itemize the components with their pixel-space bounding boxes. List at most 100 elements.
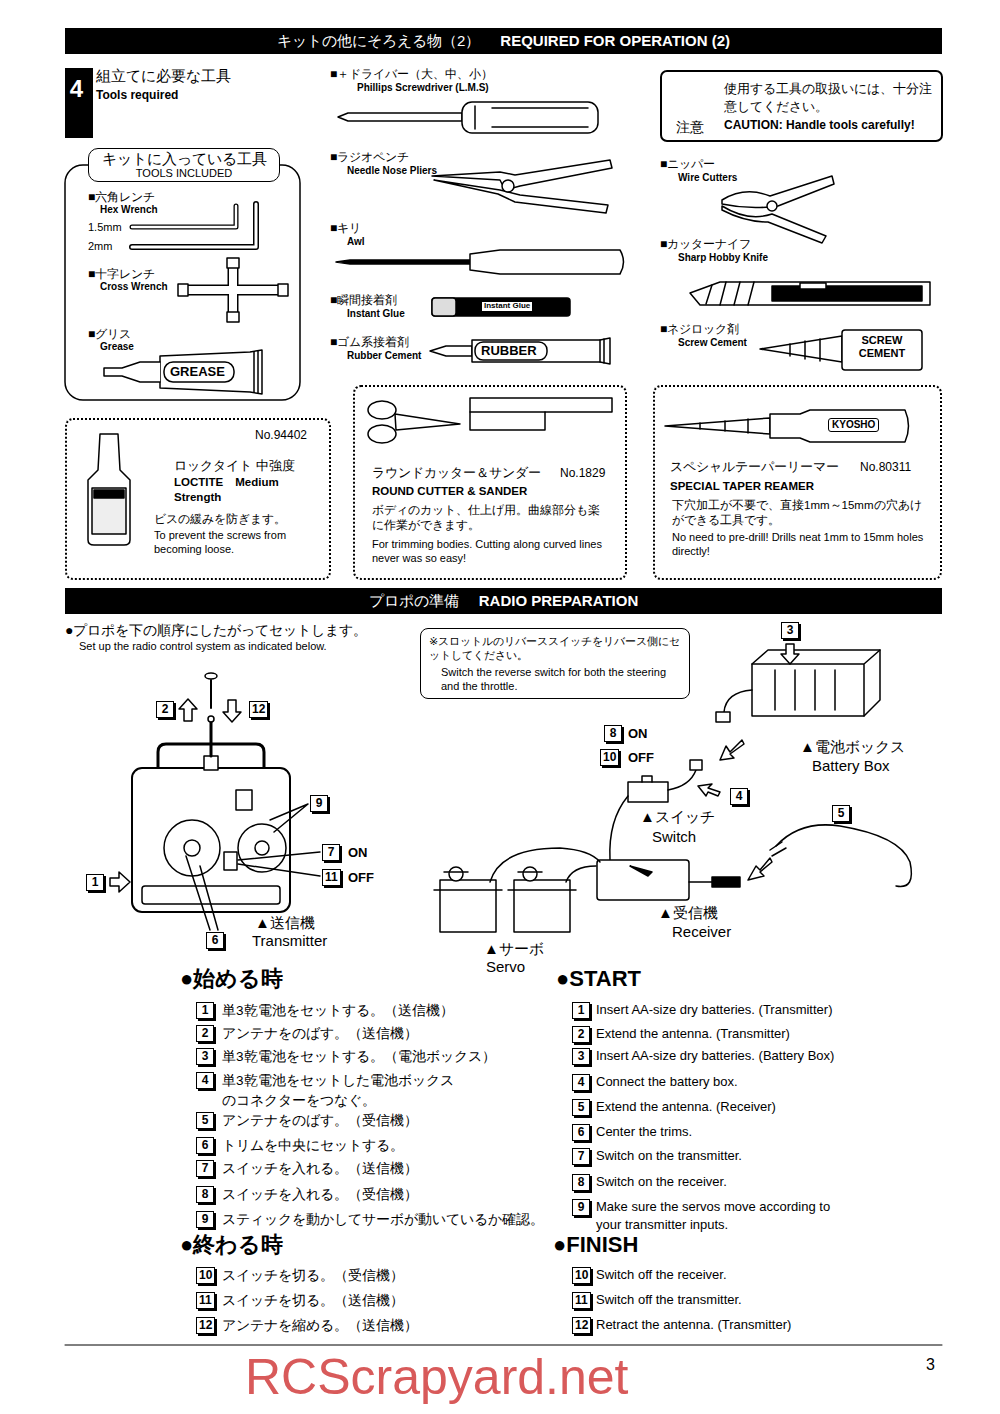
node-text: CAUTION: Handle tools carefully!	[724, 118, 938, 134]
text-label: KYOSHO	[828, 418, 879, 432]
callout-number: 2	[572, 1026, 590, 1043]
callout-number: 8	[572, 1174, 590, 1191]
callout-number: 9	[572, 1199, 590, 1216]
text-label: Instant Glue	[347, 308, 405, 320]
text-label: ▲電池ボックス	[800, 738, 905, 756]
text-label: スイッチを入れる。（受信機）	[222, 1185, 418, 1205]
text-label: 単3乾電池をセットする。（送信機）	[222, 1001, 454, 1021]
tools-included-tab: キットに入っている工具TOOLS INCLUDED	[88, 148, 280, 182]
node-text: プロポの準備	[369, 591, 459, 611]
text-label: ●FINISH	[553, 1232, 638, 1258]
text-label: Switch on the transmitter.	[596, 1147, 742, 1165]
text-label: ●START	[556, 966, 641, 992]
text-label: Switch on the receiver.	[596, 1173, 727, 1191]
callout-number: 11	[196, 1292, 215, 1309]
node-text: ボディのカット、仕上げ用。曲線部分も楽に作業ができます。	[372, 503, 607, 533]
text-label: ▲サーボ	[484, 940, 544, 958]
node-text: No.80311	[860, 460, 911, 476]
text-label: スイッチを入れる。（送信機）	[222, 1159, 418, 1179]
callout-number: 10	[196, 1267, 215, 1284]
callout-number: 1	[572, 1002, 590, 1019]
page-number: 3	[926, 1355, 935, 1374]
text-label: GREASE	[170, 364, 225, 380]
text-label: Connect the battery box.	[596, 1073, 738, 1091]
text-label: ■グリス	[88, 327, 131, 341]
text-label: ■十字レンチ	[88, 267, 155, 281]
text-label: Switch off the transmitter.	[596, 1291, 742, 1309]
text-label: Phillips Screwdriver (L.M.S)	[357, 82, 489, 94]
product-box: スペシャルテーパーリーマー No.80311SPECIAL TAPER REAME…	[653, 385, 942, 580]
text-label: Needle Nose Pliers	[347, 165, 437, 177]
text-label: スイッチを切る。（受信機）	[222, 1266, 404, 1286]
node-text: スペシャルテーパーリーマー	[670, 459, 839, 476]
text-label: 1.5mm	[88, 221, 122, 234]
text-label: ●終わる時	[180, 1232, 283, 1258]
section-header: キットの他にそろえる物（2） REQUIRED FOR OPERATION (2)	[65, 28, 942, 54]
text-label: アンテナを縮める。（送信機）	[222, 1316, 418, 1336]
callout-number: 12	[249, 701, 268, 718]
callout-number: 5	[832, 805, 850, 822]
text-label: OFF	[348, 870, 374, 886]
text-label: ■キリ	[330, 221, 361, 235]
node-text: No.94402	[255, 428, 307, 444]
text-label: Insert AA-size dry batteries. (Battery B…	[596, 1047, 834, 1065]
text-label: ON	[348, 845, 368, 861]
node-text: To prevent the screws from becoming loos…	[154, 528, 319, 557]
text-label: Screw Cement	[678, 337, 747, 349]
text-label: Hex Wrench	[100, 204, 158, 216]
product-box: No.94402ロックタイト 中強度LOCTITE Medium Strengt…	[65, 418, 331, 580]
text-label: Switch off the receiver.	[596, 1266, 727, 1284]
text-label: 単3乾電池をセットする。（電池ボックス）	[222, 1047, 496, 1067]
text-label: Sharp Hobby Knife	[678, 252, 768, 264]
text-label: Transmitter	[252, 932, 327, 950]
callout-number: 3	[781, 622, 799, 639]
text-label: スイッチを切る。（送信機）	[222, 1291, 404, 1311]
node-text: TOOLS INCLUDED	[136, 167, 232, 180]
text-label: SCREW CEMENT	[846, 334, 918, 359]
text-label: スティックを動かしてサーボが動いているか確認。	[222, 1210, 544, 1230]
callout-number: 12	[572, 1317, 591, 1334]
node-text: キットに入っている工具	[102, 150, 267, 167]
callout-number: 6	[206, 932, 224, 949]
text-label: ●プロポを下の順序にしたがってセットします。	[65, 622, 367, 639]
text-label: Insert AA-size dry batteries. (Transmitt…	[596, 1001, 832, 1019]
text-label: アンテナをのばす。（受信機）	[222, 1111, 418, 1131]
callout-number: 5	[196, 1112, 214, 1129]
callout-number: 8	[196, 1186, 214, 1203]
text-label: 2mm	[88, 240, 112, 253]
callout-number: 7	[196, 1160, 214, 1177]
text-label: Make sure the servos move according to y…	[596, 1198, 846, 1234]
callout-number: 3	[196, 1048, 214, 1065]
text-label: ■カッターナイフ	[660, 237, 751, 251]
callout-number: 11	[572, 1292, 591, 1309]
callout-number: 10	[600, 749, 619, 766]
node-text: 下穴加工が不要で、直接1mm～15mmの穴あけができる工具です。	[672, 498, 927, 528]
node-text: キットの他にそろえる物（2）	[277, 31, 480, 51]
text-label: ●始める時	[180, 966, 283, 992]
text-label: ■ネジロック剤	[660, 322, 739, 336]
callout-number: 8	[604, 725, 622, 742]
text-label: Receiver	[672, 923, 731, 941]
text-label: Awl	[347, 236, 365, 248]
text-label: アンテナをのばす。（送信機）	[222, 1024, 418, 1044]
text-label: Center the trims.	[596, 1123, 692, 1141]
text-label: Grease	[100, 341, 134, 353]
text-label: Cross Wrench	[100, 281, 168, 293]
node-text: ラウンドカッター＆サンダー	[372, 465, 541, 482]
text-label: ▲受信機	[658, 904, 718, 922]
text-label: Wire Cutters	[678, 172, 737, 184]
callout-number: 4	[196, 1072, 214, 1089]
node-text: 使用する工具の取扱いには、十分注意してください。	[724, 80, 936, 115]
node-text: SPECIAL TAPER REAMER	[670, 479, 814, 494]
callout-number: 4	[730, 788, 748, 805]
callout-number: 7	[322, 844, 340, 861]
node-text: 注意	[672, 118, 708, 136]
text-label: ▲送信機	[255, 914, 315, 932]
callout-number: 1	[196, 1002, 214, 1019]
step-number: 4	[65, 68, 93, 138]
text-label: ▲スイッチ	[640, 808, 715, 826]
callout-number: 3	[572, 1048, 590, 1065]
callout-number: 1	[86, 874, 104, 891]
node-text: REQUIRED FOR OPERATION (2)	[500, 31, 730, 51]
callout-number: 7	[572, 1148, 590, 1165]
